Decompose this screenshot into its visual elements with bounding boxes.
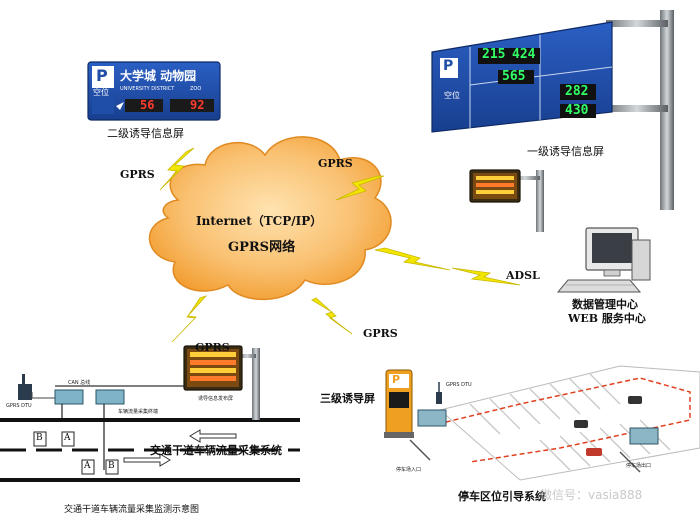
secondary-sign-caption: 二级诱导信息屏 [107,127,184,140]
primary-sign-value-2: 424 [512,47,536,62]
tertiary-sign-title: 三级诱导屏 [320,392,375,405]
tertiary-guidance-kiosk [384,369,414,438]
traffic-monitoring-system [0,374,300,482]
kiosk-p: P [392,373,401,386]
gprs-lightning-bottom-right [311,297,353,335]
parking-gprs-dtu-label: GPRS DTU [446,382,472,388]
primary-sign-value-4: 282 [565,84,589,99]
secondary-sign-count-2: 92 [190,98,205,112]
cloud-label-gprs-network: GPRS网络 [228,240,296,255]
primary-sign-p: P [443,58,454,74]
traffic-sign-label: 诱导信息发布屏 [198,396,234,402]
parking-exit-label: 停车场出口 [626,463,652,469]
primary-sign-value-3: 565 [502,69,526,84]
parking-lot [409,365,700,481]
gprs-lightning-top-left [159,147,195,191]
gprs-label-top-right: GPRS [318,157,353,170]
secondary-sign-title: 大学城 动物园 [120,69,197,83]
secondary-sign-subtitle-left: UNIVERSITY DISTRICT [120,86,175,92]
detector-a-lower: A [84,461,91,471]
gprs-label-bottom-right: GPRS [363,327,398,340]
secondary-sign-vacancy: 空位 [93,88,109,97]
adsl-lightning [374,247,521,286]
data-management-center-label: 数据管理中心 [572,298,638,311]
primary-sign-vacancy: 空位 [444,91,460,100]
primary-sign-value-1: 215 [482,47,506,62]
detector-a-upper: A [64,433,71,443]
parking-system-name: 停车区位引导系统 [458,490,546,503]
primary-sign-caption: 一级诱导信息屏 [527,145,604,158]
web-service-center-label: WEB 服务中心 [568,312,646,325]
secondary-guidance-sign [87,61,221,121]
gprs-lightning-bottom-left [171,295,208,343]
traffic-gprs-dtu-label: GPRS DTU [6,403,32,409]
primary-guidance-sign [431,10,674,210]
computer-icon [556,227,651,293]
internet-cloud [148,136,392,301]
watermark: 微信号：vasia888 [540,488,643,502]
collector-label: 车辆流量采集终端 [118,409,159,415]
gprs-label-bottom-left: GPRS [195,341,230,354]
cloud-label-internet: Internet（TCP/IP） [196,214,323,228]
traffic-system-title: 交通干道车辆流量采集系统 [150,444,282,457]
secondary-sign-p: P [96,66,108,85]
detector-b-upper: B [36,433,43,443]
gprs-lightning-top-right [335,175,385,201]
gprs-label-top-left: GPRS [120,168,155,181]
traffic-diagram-caption: 交通干道车辆流量采集监测示意图 [64,505,200,515]
led-guidance-sign-bottom [183,345,260,420]
can-bus-label: CAN 总线 [68,380,91,386]
parking-entrance-label: 停车场入口 [396,467,422,473]
primary-sign-value-5: 430 [565,103,589,118]
secondary-sign-subtitle-right: ZOO [190,86,202,92]
led-guidance-sign-right [469,169,544,232]
detector-b-lower: B [108,461,115,471]
adsl-label: ADSL [506,269,540,282]
secondary-sign-count-1: 56 [140,98,155,112]
